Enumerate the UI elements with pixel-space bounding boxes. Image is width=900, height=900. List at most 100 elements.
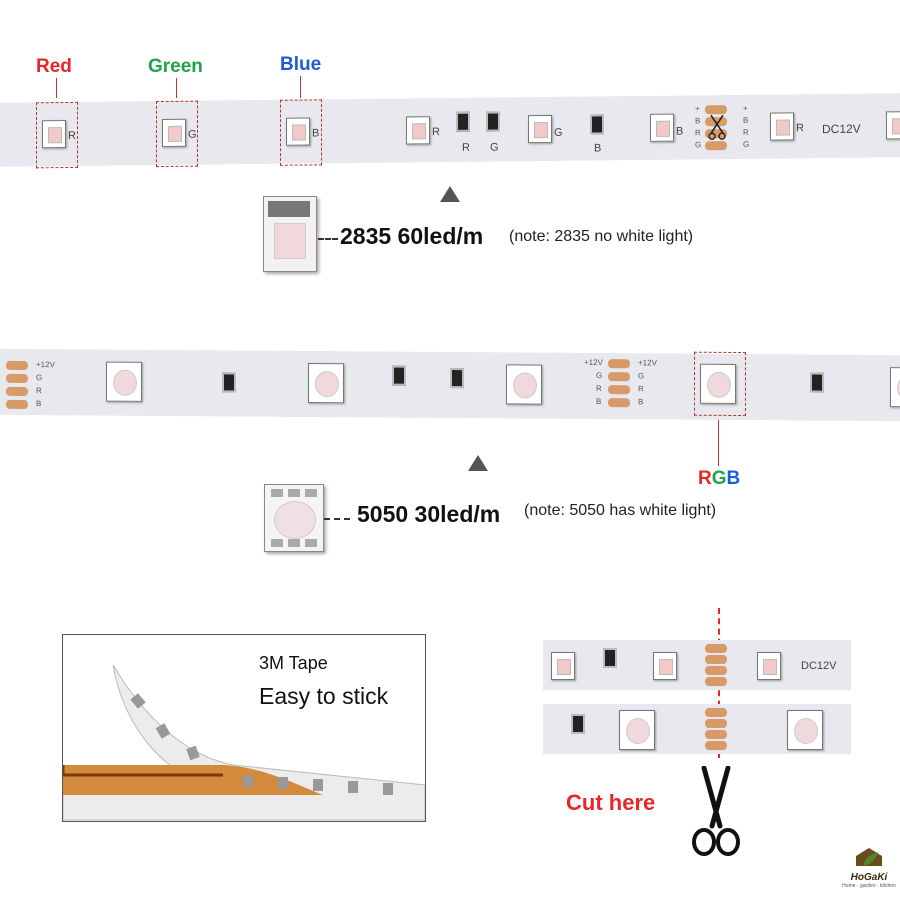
label-green: Green <box>148 56 203 77</box>
pad-sign: B <box>743 115 749 125</box>
pad-label: G <box>36 373 43 383</box>
led-chip-5050 <box>308 363 344 404</box>
connector-line <box>318 238 338 240</box>
led-chip <box>653 652 677 680</box>
pad-label: +12V <box>584 357 603 368</box>
pointer-triangle <box>468 455 488 471</box>
scissors-icon <box>708 114 726 140</box>
logo-tagline: Home · garden · kitchen <box>842 883 896 889</box>
letter-g: G <box>188 128 197 141</box>
letter-b: B <box>676 125 684 138</box>
led-chip-5050 <box>890 367 900 408</box>
pad-label: B <box>596 397 602 407</box>
chip-pin <box>305 539 317 547</box>
cut-strip-5050 <box>543 704 851 754</box>
letter-g: G <box>554 126 563 139</box>
led-chip <box>650 113 674 142</box>
chip-lens <box>274 501 316 539</box>
pad-sign: G <box>695 140 702 150</box>
resistor <box>603 648 617 668</box>
solder-pad <box>608 359 630 369</box>
chip-pin <box>288 489 300 497</box>
solder-pad <box>705 655 727 664</box>
letter-r: R <box>462 141 470 154</box>
leader-rgb <box>718 420 719 466</box>
led-chip-5050 <box>787 710 823 750</box>
spec-5050-title: 5050 30led/m <box>357 501 501 527</box>
rgb-r: R <box>698 468 712 489</box>
resistor <box>486 111 500 132</box>
spec-2835-title: 2835 60led/m <box>340 223 484 249</box>
voltage-label: DC12V <box>822 121 861 137</box>
solder-pad <box>608 385 630 395</box>
letter-g: G <box>490 141 499 154</box>
led-2835-closeup <box>263 196 317 272</box>
resistor <box>392 365 406 386</box>
pad-sign: B <box>695 116 701 126</box>
solder-pad <box>705 741 727 750</box>
pad-label: G <box>596 371 603 381</box>
pad-sign: + <box>695 104 700 114</box>
led-chip-green <box>162 118 186 148</box>
chip-top <box>268 201 310 217</box>
scissors-icon <box>692 766 740 856</box>
resistor <box>450 368 464 389</box>
house-leaf-icon <box>856 848 882 866</box>
led-strip-5050: +12V G R B +12V G R B +12V G R B <box>0 348 900 422</box>
led-5050-closeup <box>264 484 324 552</box>
solder-pad <box>608 398 630 408</box>
leader-green <box>176 78 177 98</box>
tape-illustration <box>63 664 425 821</box>
led-chip-blue <box>286 117 310 146</box>
solder-pad <box>705 141 727 151</box>
letter-r: R <box>796 122 804 135</box>
solder-pad <box>705 719 727 728</box>
led-chip <box>886 111 900 140</box>
resistor <box>456 111 470 132</box>
tape-subtitle: Easy to stick <box>259 683 389 709</box>
chip-lens <box>274 223 306 259</box>
spec-2835-note: (note: 2835 no white light) <box>509 228 694 245</box>
leader-red <box>56 78 57 98</box>
connector-line <box>324 518 350 520</box>
resistor <box>590 114 604 135</box>
solder-pad <box>705 708 727 717</box>
chip-pin <box>271 539 283 547</box>
pad-sign: R <box>695 128 701 138</box>
cut-here-label: Cut here <box>566 790 656 815</box>
pad-sign: G <box>743 139 750 149</box>
letter-r: R <box>68 129 76 143</box>
logo-text: HoGaKi <box>850 872 888 883</box>
resistor <box>810 372 824 393</box>
solder-pad <box>6 399 28 410</box>
led-chip <box>406 116 430 145</box>
chip-pin <box>305 489 317 497</box>
chip-pin <box>271 489 283 497</box>
letter-b: B <box>312 127 320 140</box>
letter-b: B <box>594 142 602 155</box>
pointer-triangle <box>440 186 460 202</box>
led-chip-red <box>42 120 66 149</box>
label-red: Red <box>36 56 72 77</box>
tape-photo-box: 3M Tape Easy to stick <box>62 634 426 822</box>
solder-pad <box>6 360 28 371</box>
pad-label: R <box>596 384 602 394</box>
solder-pad <box>6 386 28 397</box>
solder-pad <box>608 372 630 382</box>
resistor <box>222 372 236 393</box>
rgb-b: B <box>726 468 741 489</box>
pad-label: R <box>36 386 42 396</box>
pad-label: B <box>36 399 42 409</box>
led-chip <box>757 652 781 680</box>
led-chip-5050 <box>700 363 736 404</box>
cut-voltage-label: DC12V <box>801 660 837 672</box>
resistor <box>571 714 585 734</box>
pad-sign: + <box>743 103 748 113</box>
pad-sign: R <box>743 127 749 137</box>
led-chip-5050 <box>506 364 542 405</box>
rgb-g: G <box>711 468 727 489</box>
label-rgb: RGB <box>698 468 740 490</box>
brand-logo: HoGaKi Home · garden · kitchen <box>840 846 898 889</box>
led-chip <box>551 652 575 680</box>
spec-5050-note: (note: 5050 has white light) <box>524 502 717 519</box>
